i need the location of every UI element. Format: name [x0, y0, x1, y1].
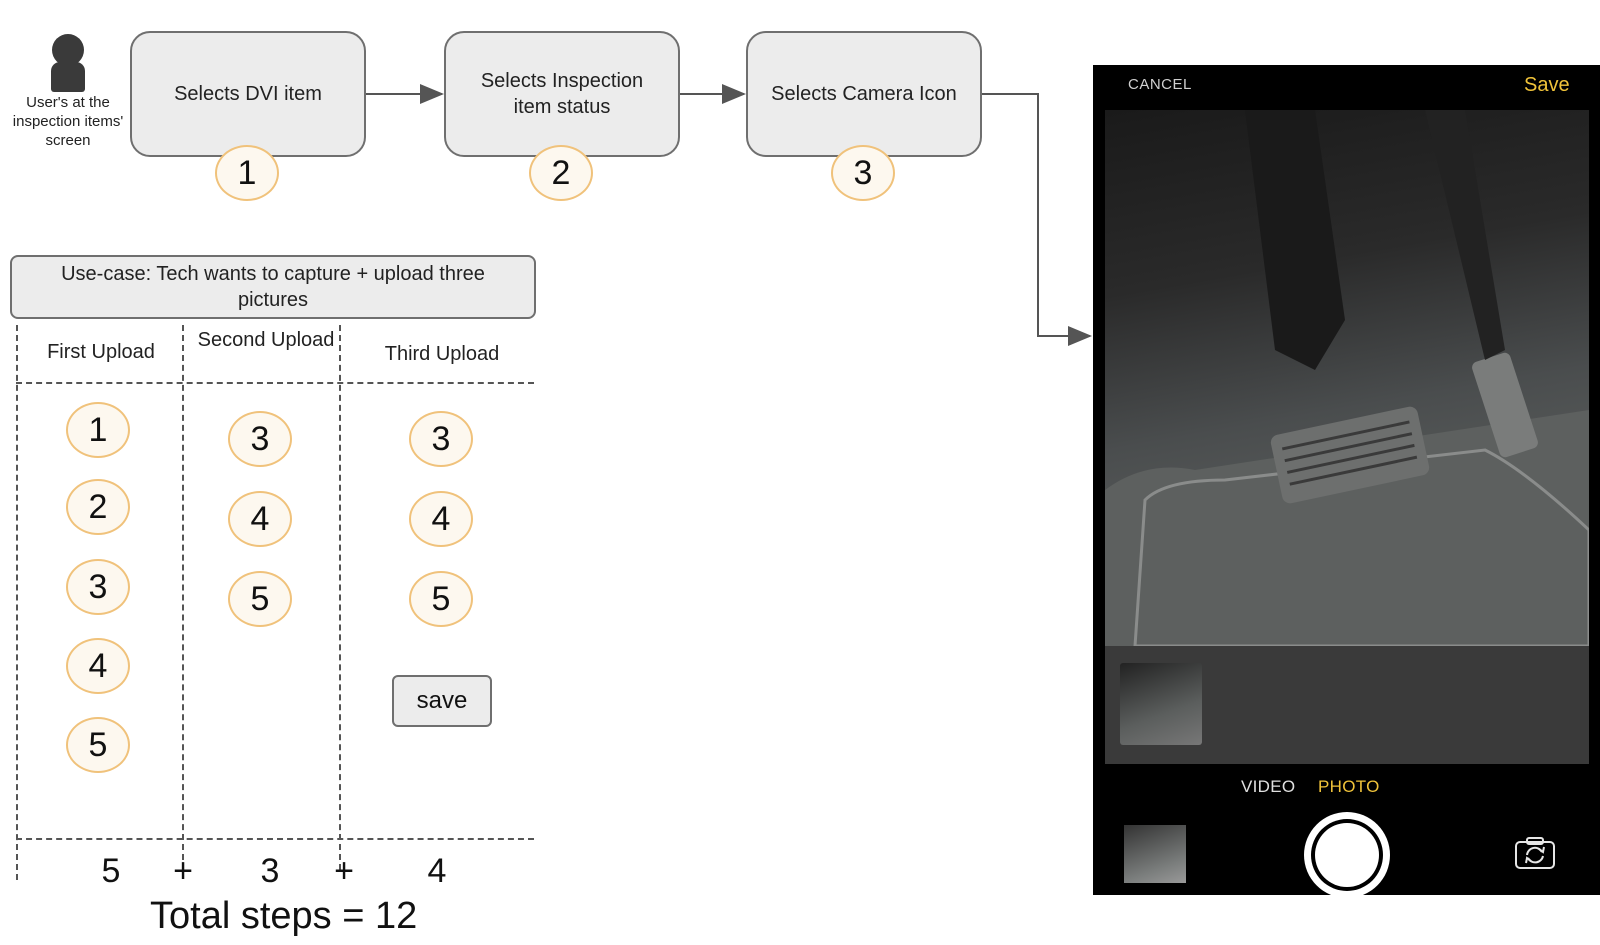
step-badge: 3	[831, 145, 895, 201]
sum-second: 3	[250, 852, 290, 891]
arrow-3-to-camera	[982, 94, 1090, 336]
use-case-title-text: Use-case: Tech wants to capture + upload…	[40, 261, 506, 313]
step-badge: 5	[228, 571, 292, 627]
step-badge: 3	[409, 411, 473, 467]
column-header-second: Second Upload	[188, 328, 344, 353]
total-steps: Total steps = 12	[150, 895, 417, 938]
sum-divider	[16, 838, 534, 840]
shutter-core	[1315, 823, 1379, 887]
cancel-button[interactable]: CANCEL	[1128, 76, 1192, 93]
step-box-select-dvi-item: Selects DVI item	[130, 31, 366, 157]
step-badge: 5	[409, 571, 473, 627]
step-box-select-camera: Selects Camera Icon	[746, 31, 982, 157]
plus-sign: +	[326, 852, 362, 891]
step-badge: 2	[66, 479, 130, 535]
flip-camera-icon[interactable]	[1514, 836, 1556, 870]
step-box-select-status: Selects Inspection item status	[444, 31, 680, 157]
captured-photo-thumbnail[interactable]	[1120, 663, 1202, 745]
step-badge: 1	[215, 145, 279, 201]
step-label: Selects Camera Icon	[771, 81, 957, 107]
column-header-third: Third Upload	[350, 342, 534, 367]
use-case-title: Use-case: Tech wants to capture + upload…	[10, 255, 536, 319]
step-badge: 4	[409, 491, 473, 547]
column-divider	[339, 325, 341, 870]
plus-sign: +	[165, 852, 201, 891]
save-button: save	[392, 675, 492, 727]
step-badge: 5	[66, 717, 130, 773]
pedal-scene	[1105, 110, 1589, 646]
column-header-first: First Upload	[20, 340, 182, 365]
sum-first: 5	[91, 852, 131, 891]
step-badge: 3	[66, 559, 130, 615]
step-badge: 2	[529, 145, 593, 201]
step-badge: 1	[66, 402, 130, 458]
header-divider	[16, 382, 534, 384]
camera-viewfinder	[1105, 110, 1589, 646]
step-badge: 4	[66, 638, 130, 694]
gallery-thumbnail[interactable]	[1124, 825, 1186, 883]
step-label: Selects DVI item	[174, 81, 322, 107]
step-badge: 4	[228, 491, 292, 547]
camera-save-button[interactable]: Save	[1524, 74, 1570, 97]
mode-video[interactable]: VIDEO	[1241, 777, 1295, 797]
column-divider	[16, 325, 18, 880]
sum-third: 4	[417, 852, 457, 891]
step-label: Selects Inspection item status	[460, 68, 664, 120]
step-badge: 3	[228, 411, 292, 467]
column-divider	[182, 325, 184, 870]
mode-photo[interactable]: PHOTO	[1318, 777, 1380, 797]
